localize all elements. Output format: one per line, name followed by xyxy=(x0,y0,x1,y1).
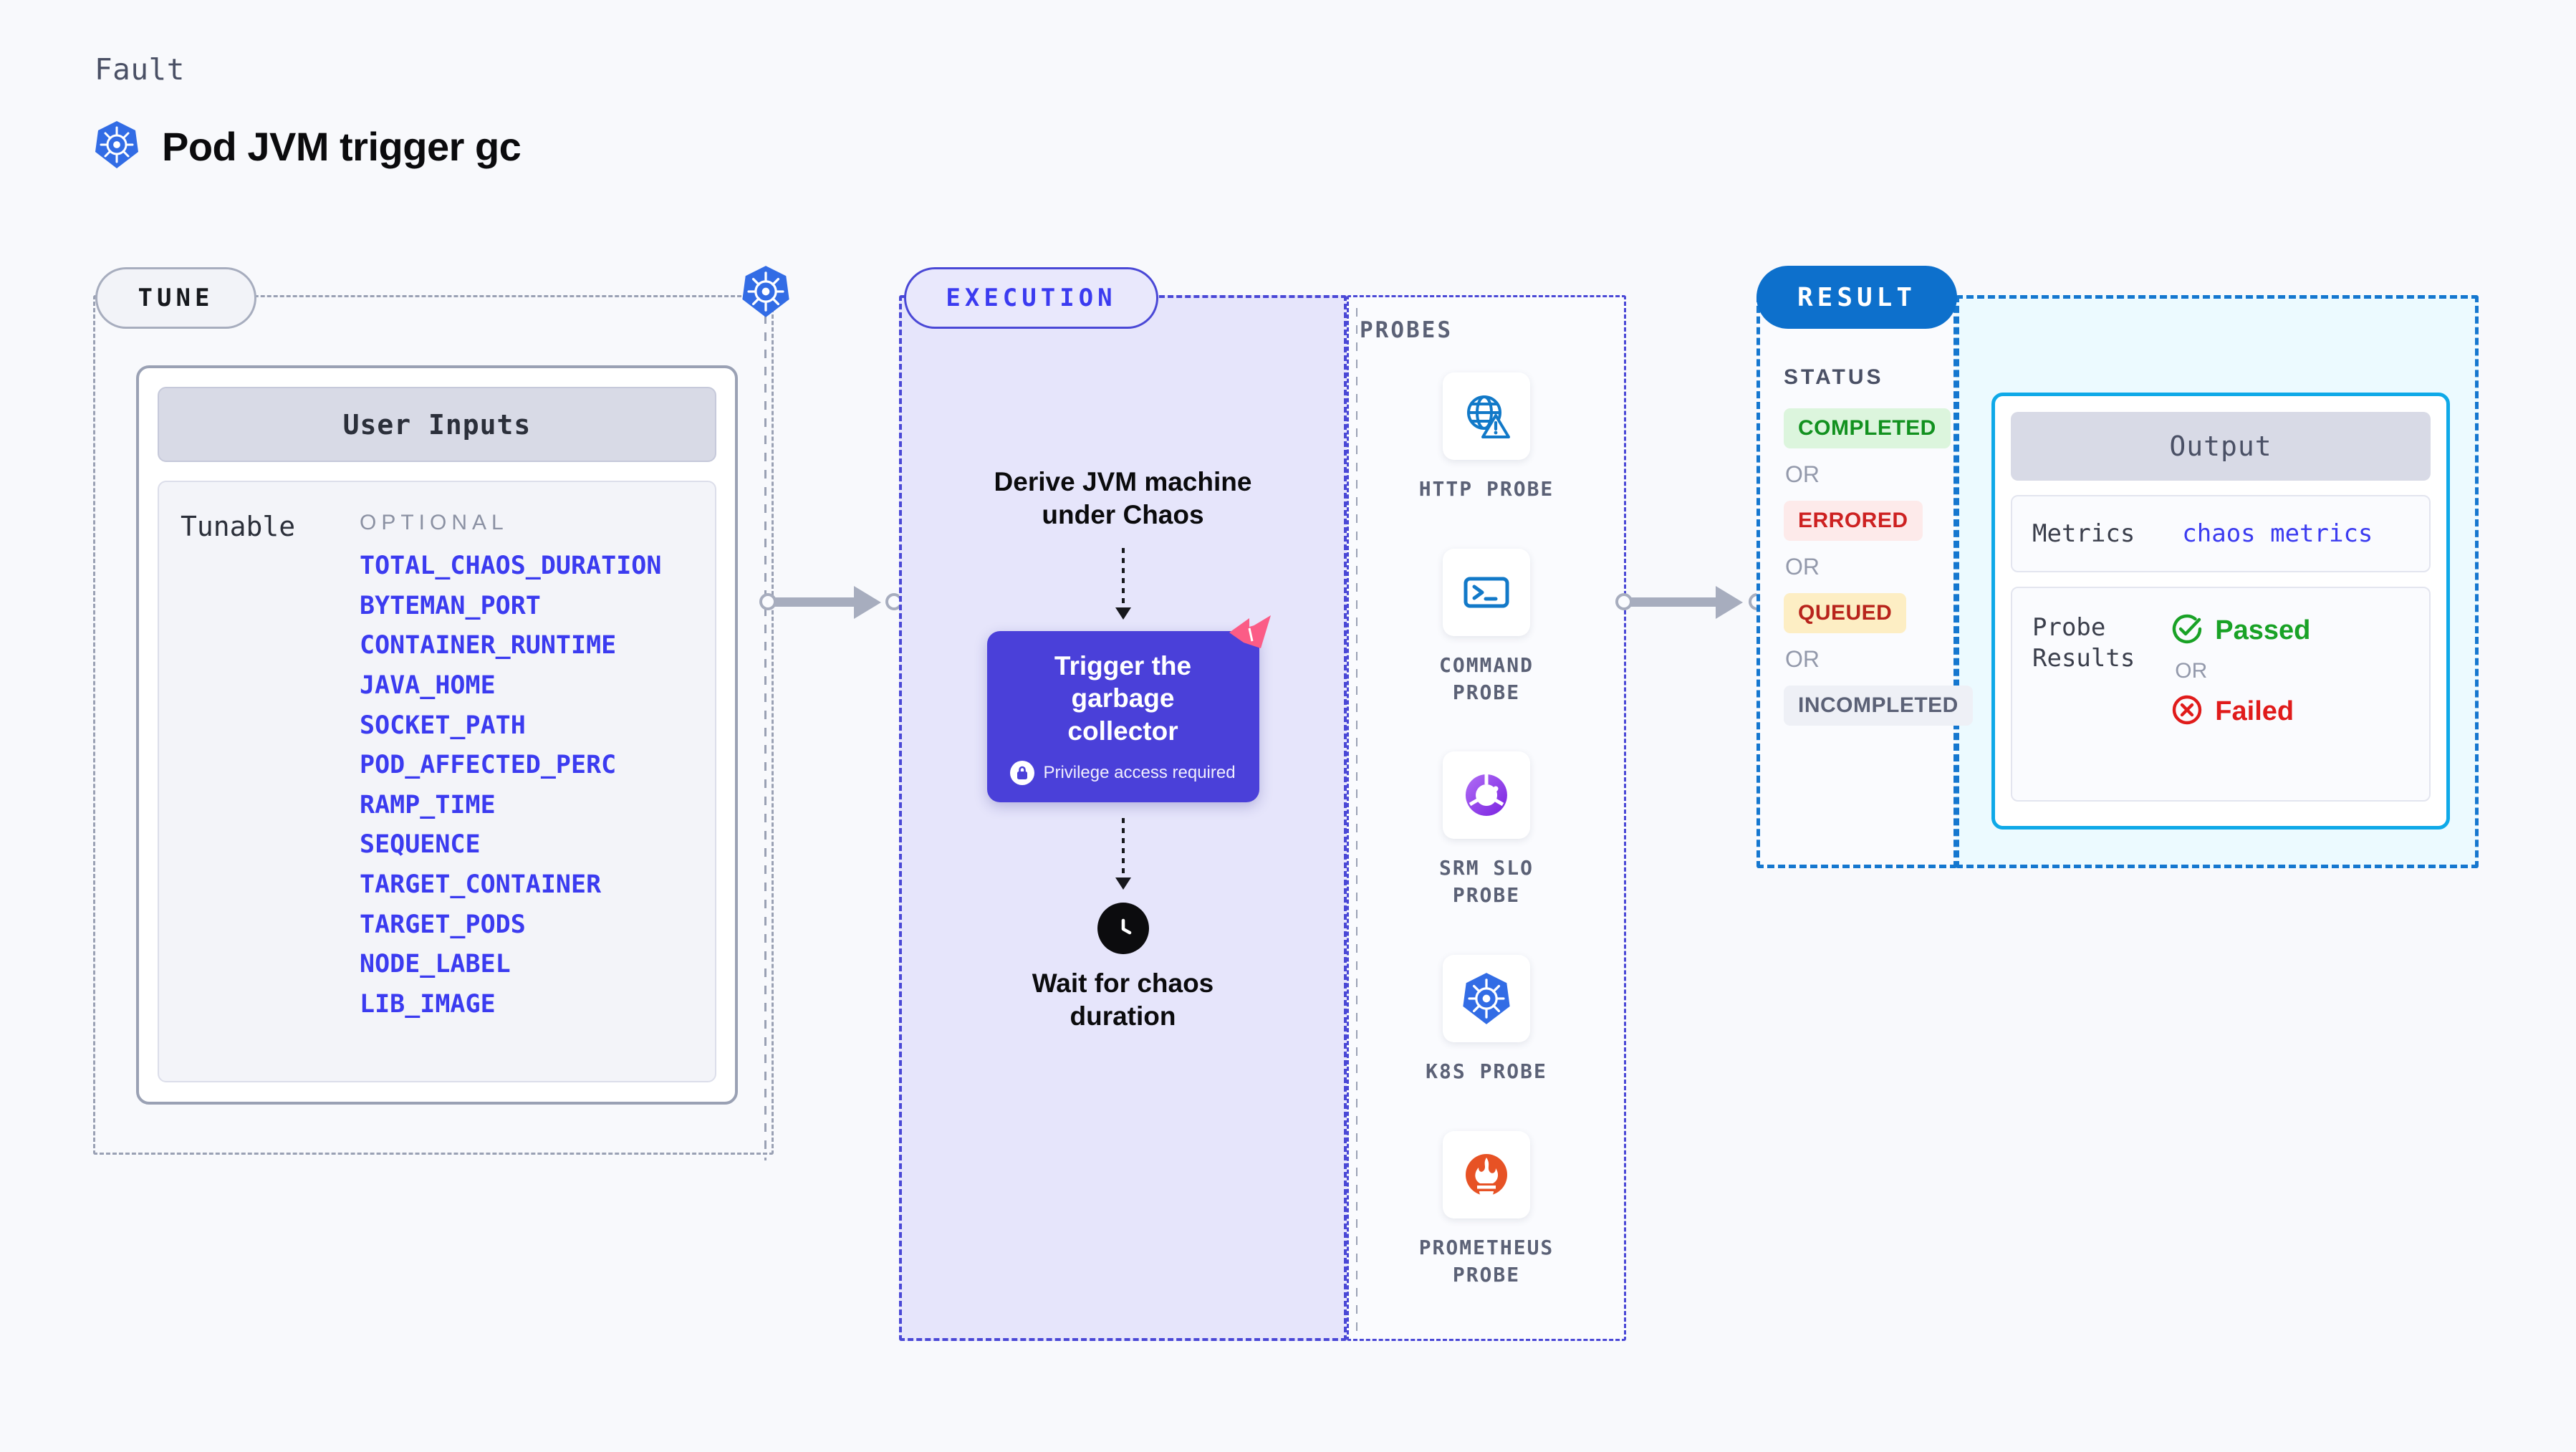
clock-icon xyxy=(1097,903,1149,955)
connector-execution-to-result xyxy=(1615,580,1773,623)
privilege-note: Privilege access required xyxy=(1003,761,1244,786)
lock-icon xyxy=(1010,761,1035,786)
output-card: Output Metrics chaos metrics Probe Resul… xyxy=(1991,393,2450,830)
status-badge: INCOMPLETED xyxy=(1784,686,1973,726)
passed-label: Passed xyxy=(2215,615,2311,645)
probes-inner-divider xyxy=(1356,308,1357,1332)
probe-label: PROMETHEUS PROBE xyxy=(1418,1235,1554,1287)
failed-label: Failed xyxy=(2215,696,2294,726)
prometheus-icon xyxy=(1442,1130,1530,1218)
tunable-item[interactable]: BYTEMAN_PORT xyxy=(360,591,541,620)
status-or-separator: OR xyxy=(1785,461,1820,487)
tunable-items-column: OPTIONAL TOTAL_CHAOS_DURATION BYTEMAN_POR… xyxy=(360,511,693,1052)
user-inputs-card: User Inputs Tunable OPTIONAL TOTAL_CHAOS… xyxy=(136,365,738,1105)
privilege-note-text: Privilege access required xyxy=(1043,763,1236,783)
optional-label: OPTIONAL xyxy=(360,511,509,534)
x-circle-icon xyxy=(2171,693,2203,730)
status-badge: QUEUED xyxy=(1784,593,1907,633)
status-badge: COMPLETED xyxy=(1784,408,1951,448)
probe-label: SRM SLO PROBE xyxy=(1438,856,1534,908)
check-circle-icon xyxy=(2171,612,2203,649)
probe-results-key: Probe Results xyxy=(2032,613,2135,673)
page-title-row: Pod JVM trigger gc xyxy=(95,120,522,173)
metrics-key: Metrics xyxy=(2032,519,2135,548)
terminal-icon xyxy=(1442,548,1530,636)
execution-action-card[interactable]: Trigger the garbage collector Privilege … xyxy=(986,615,1271,803)
tunable-item[interactable]: TARGET_PODS xyxy=(360,910,526,939)
status-badge-list: COMPLETED OR ERRORED OR QUEUED OR INCOMPLETED xyxy=(1784,408,1973,726)
result-status-container xyxy=(1756,295,1957,868)
page-title: Pod JVM trigger gc xyxy=(162,124,522,169)
tunable-item[interactable]: SEQUENCE xyxy=(360,830,481,860)
connector-bar xyxy=(774,597,858,607)
litmus-ribbon-icon xyxy=(1228,614,1272,651)
result-stage-chip[interactable]: RESULT xyxy=(1756,266,1957,329)
probe-results-values: Passed OR Failed xyxy=(2171,612,2310,776)
tunable-item[interactable]: JAVA_HOME xyxy=(360,670,496,700)
kubernetes-icon xyxy=(1443,954,1530,1042)
status-title: STATUS xyxy=(1784,365,1884,389)
probe-item[interactable]: PROMETHEUS PROBE xyxy=(1418,1130,1554,1289)
status-or-separator: OR xyxy=(1785,554,1820,580)
connector-arrowhead xyxy=(854,586,881,619)
tunable-item[interactable]: RAMP_TIME xyxy=(360,790,496,819)
probe-item[interactable]: K8S PROBE xyxy=(1426,954,1547,1085)
probe-label: HTTP PROBE xyxy=(1418,477,1554,501)
tunable-panel: Tunable OPTIONAL TOTAL_CHAOS_DURATION BYT… xyxy=(158,481,716,1082)
metrics-value[interactable]: chaos metrics xyxy=(2182,519,2373,548)
tunable-item[interactable]: LIB_IMAGE xyxy=(360,990,496,1019)
probe-result-passed: Passed xyxy=(2171,612,2310,649)
output-header: Output xyxy=(2011,412,2431,481)
tunable-label: Tunable xyxy=(181,511,296,542)
status-or-separator: OR xyxy=(1785,646,1820,672)
probes-title: PROBES xyxy=(1360,317,1453,343)
connector-arrowhead xyxy=(1716,586,1743,619)
probes-list: HTTP PROBE COMMAND PROBE SRM SLO PROBE K8S … xyxy=(1361,372,1612,1288)
tune-hub-dashed-line xyxy=(764,315,766,1160)
tunable-item[interactable]: SOCKET_PATH xyxy=(360,711,526,740)
user-inputs-header: User Inputs xyxy=(158,387,716,462)
tunable-item[interactable]: TOTAL_CHAOS_DURATION xyxy=(360,552,662,580)
probe-label: K8S PROBE xyxy=(1426,1059,1547,1083)
tunable-item[interactable]: POD_AFFECTED_PERC xyxy=(360,751,617,780)
kubernetes-icon xyxy=(95,120,139,173)
tunable-item[interactable]: TARGET_CONTAINER xyxy=(360,870,602,900)
status-badge: ERRORED xyxy=(1784,501,1923,541)
execution-action-title: Trigger the garbage collector xyxy=(1054,650,1192,746)
probe-item[interactable]: COMMAND PROBE xyxy=(1438,548,1534,706)
tune-stage-chip[interactable]: TUNE xyxy=(95,267,256,329)
execution-stage-container xyxy=(899,295,1347,1341)
status-column: STATUS COMPLETED OR ERRORED OR QUEUED OR INCOM… xyxy=(1784,365,1973,726)
globe-warning-icon xyxy=(1442,372,1530,460)
flow-arrow-1 xyxy=(1115,547,1131,620)
metrics-row: Metrics chaos metrics xyxy=(2011,495,2431,572)
probe-result-failed: Failed xyxy=(2171,693,2310,730)
tunable-items-list: TOTAL_CHAOS_DURATION BYTEMAN_PORT CONTAINE… xyxy=(360,547,693,1025)
connector-bar xyxy=(1630,597,1720,607)
probe-results-row: Probe Results Passed OR xyxy=(2011,587,2431,802)
execution-flow: Derive JVM machine under Chaos Trigger t… xyxy=(910,466,1336,1034)
execution-step-wait: Wait for chaos duration xyxy=(1032,968,1214,1032)
page-eyebrow: Fault xyxy=(95,52,185,87)
tune-stage-container xyxy=(93,295,774,1155)
flow-arrow-2 xyxy=(1115,818,1131,890)
execution-stage-chip[interactable]: EXECUTION xyxy=(904,267,1158,329)
tunable-item[interactable]: NODE_LABEL xyxy=(360,950,511,979)
probe-results-or: OR xyxy=(2175,659,2208,683)
probe-label: COMMAND PROBE xyxy=(1438,653,1534,704)
execution-step-derive: Derive JVM machine under Chaos xyxy=(994,467,1252,530)
tunable-item[interactable]: CONTAINER_RUNTIME xyxy=(360,631,617,660)
slo-donut-check-icon xyxy=(1442,751,1530,840)
kubernetes-hub-icon xyxy=(739,265,792,318)
connector-tune-to-execution xyxy=(759,580,903,623)
probe-item[interactable]: HTTP PROBE xyxy=(1419,372,1554,503)
probe-item[interactable]: SRM SLO PROBE xyxy=(1439,751,1534,909)
